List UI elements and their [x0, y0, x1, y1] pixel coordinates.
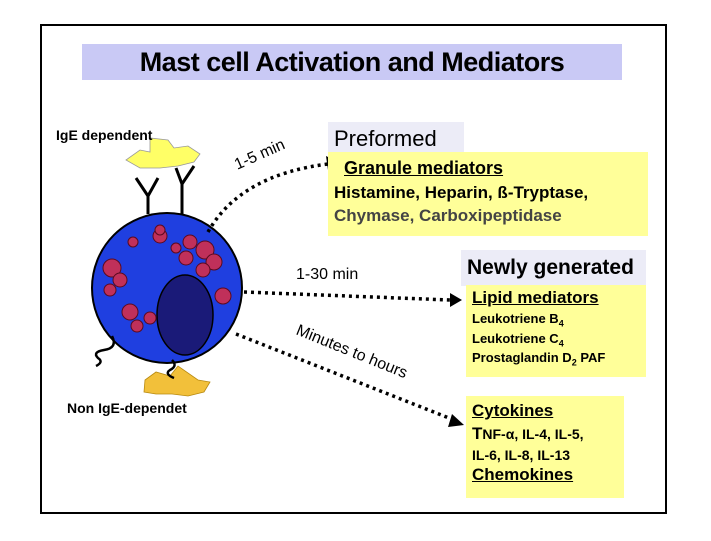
- chemokines-heading: Chemokines: [472, 465, 574, 484]
- granule: [102, 258, 122, 278]
- arrow-preformed: [206, 162, 329, 233]
- receptor-squiggle-right: [166, 359, 176, 380]
- granule: [170, 242, 182, 254]
- granule: [112, 272, 128, 288]
- arrow-head-newly-generated: [450, 293, 462, 307]
- cytokines-box: Cytokines TNF-α, IL-4, IL-5, IL-6, IL-8,…: [466, 396, 624, 498]
- antigen-shape-top: [125, 137, 201, 169]
- preformed-line-1: Histamine, Heparin, ß-Tryptase,: [334, 183, 589, 202]
- granule: [103, 283, 117, 297]
- lipid-mediators-heading: Lipid mediators: [472, 288, 599, 307]
- granule: [154, 224, 166, 236]
- preformed-box: Granule mediators Histamine, Heparin, ß-…: [328, 152, 648, 236]
- granules: [102, 224, 232, 333]
- granule: [214, 287, 232, 305]
- lipid-mediators-box: Lipid mediators Leukotriene B4 Leukotrie…: [466, 285, 646, 377]
- granule-mediators-heading: Granule mediators: [344, 158, 504, 178]
- newly-generated-header: Newly generated: [461, 250, 646, 286]
- granule: [195, 240, 215, 260]
- antigen-shape-bottom: [143, 365, 211, 397]
- granule: [121, 303, 139, 321]
- arrow-head-cytokines: [448, 414, 464, 427]
- nucleus: [156, 274, 214, 356]
- granule: [143, 311, 157, 325]
- ige-antibody-2: [174, 165, 196, 214]
- time-label-1-30-min: 1-30 min: [296, 266, 359, 283]
- ige-dependent-label: IgE dependent: [56, 127, 153, 143]
- granule: [127, 236, 139, 248]
- prostaglandin-d2-paf: Prostaglandin D2 PAF: [472, 350, 606, 368]
- granule: [195, 262, 211, 278]
- granule: [130, 319, 144, 333]
- slide-title: Mast cell Activation and Mediators: [82, 44, 622, 80]
- ige-antibody-1: [134, 177, 160, 214]
- leukotriene-b4: Leukotriene B4: [472, 311, 564, 329]
- non-ige-dependent-label: Non IgE-dependet: [67, 400, 187, 416]
- arrow-newly-generated: [243, 290, 451, 302]
- cytokines-heading: Cytokines: [472, 401, 554, 420]
- receptor-squiggle-left: [94, 335, 115, 368]
- preformed-line-2: Chymase, Carboxipeptidase: [334, 206, 562, 225]
- cytokines-line-2: IL-6, IL-8, IL-13: [472, 447, 571, 463]
- granule: [178, 250, 194, 266]
- granule: [205, 253, 223, 271]
- granule: [182, 234, 198, 250]
- cytokines-line-1: TNF-α, IL-4, IL-5,: [472, 424, 584, 443]
- leukotriene-c4: Leukotriene C4: [472, 330, 564, 349]
- preformed-header: Preformed: [328, 122, 464, 156]
